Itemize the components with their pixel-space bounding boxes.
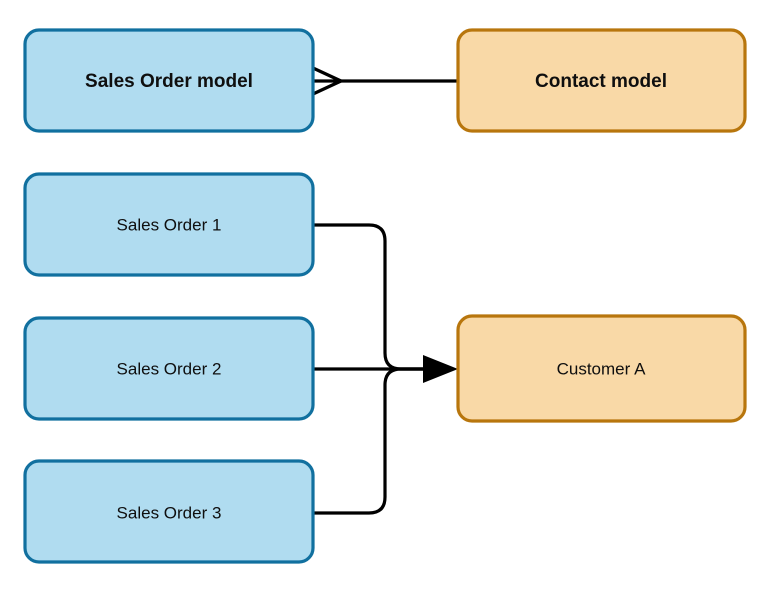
- node-contact-model-label: Contact model: [535, 71, 667, 92]
- node-sales-order-3[interactable]: Sales Order 3: [23, 459, 315, 564]
- node-sales-order-3-label: Sales Order 3: [117, 503, 222, 522]
- node-sales-order-2[interactable]: Sales Order 2: [23, 316, 315, 421]
- node-sales-order-1[interactable]: Sales Order 1: [23, 172, 315, 277]
- node-sales-order-model-shape: [23, 28, 315, 133]
- node-customer-a[interactable]: Customer A: [456, 314, 747, 423]
- edge-order-1-to-customer: [313, 223, 424, 371]
- edge-model-relationship: [312, 66, 458, 96]
- edge-order-3-to-customer: [313, 367, 424, 515]
- node-contact-model[interactable]: Contact model: [456, 28, 747, 133]
- node-sales-order-3-shape: [23, 459, 315, 564]
- node-sales-order-1-shape: [23, 172, 315, 277]
- node-sales-order-model[interactable]: Sales Order model: [23, 28, 315, 133]
- node-customer-a-label: Customer A: [557, 359, 646, 378]
- node-sales-order-model-label: Sales Order model: [85, 71, 253, 92]
- node-customer-a-shape: [456, 314, 747, 423]
- node-sales-order-1-label: Sales Order 1: [117, 215, 222, 234]
- node-contact-model-shape: [456, 28, 747, 133]
- crows-foot-icon: [312, 66, 342, 96]
- arrow-head-icon: [423, 355, 458, 383]
- node-sales-order-2-label: Sales Order 2: [117, 359, 222, 378]
- node-sales-order-2-shape: [23, 316, 315, 421]
